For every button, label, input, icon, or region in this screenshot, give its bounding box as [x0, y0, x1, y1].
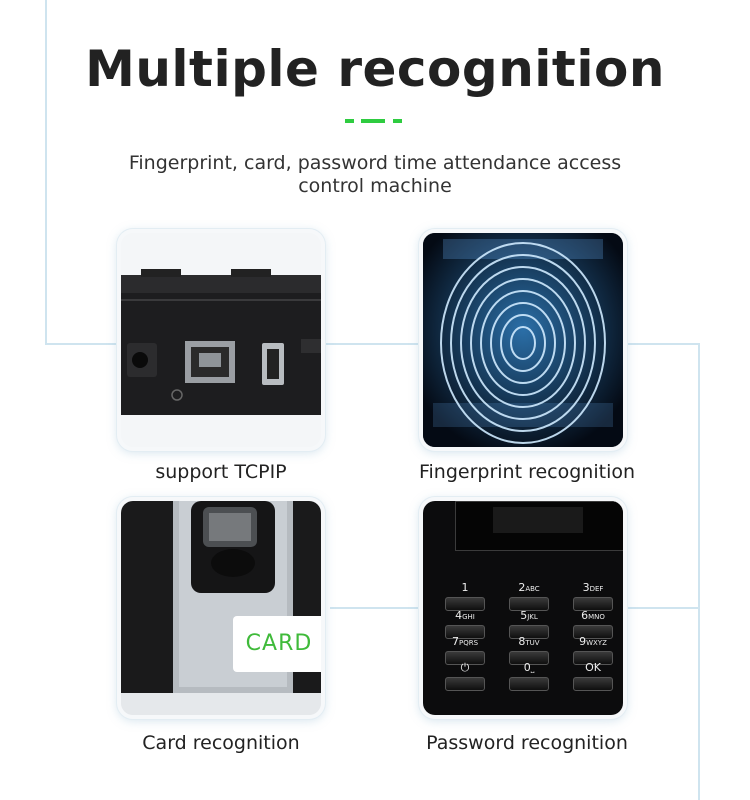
feature-card-fingerprint [419, 229, 627, 451]
key-8-label: 8TUV [518, 635, 540, 648]
key-3[interactable] [573, 597, 613, 611]
key-4[interactable] [445, 625, 485, 639]
screen-reflection [493, 507, 583, 533]
page-title: Multiple recognition [85, 40, 665, 98]
key-2-label: 2ABC [518, 581, 540, 594]
frame-line-top-horizontal [45, 343, 700, 345]
frame-line-left-vertical [45, 0, 47, 345]
card-overlay-label: CARD [233, 616, 321, 672]
caption-tcpip: support TCPIP [155, 461, 287, 483]
key-ok[interactable] [573, 677, 613, 691]
key-ok-label: OK [585, 661, 601, 674]
device-sensor-image [121, 501, 321, 715]
feature-card-password: 1 2ABC 3DEF 4GHI 5JKL 6MNO 7PQRS 8TUV 9W… [419, 497, 627, 719]
key-5-label: 5JKL [520, 609, 538, 622]
page-subtitle: Fingerprint, card, password time attenda… [128, 152, 622, 197]
key-8[interactable] [509, 651, 549, 665]
key-6[interactable] [573, 625, 613, 639]
key-6-label: 6MNO [581, 609, 605, 622]
key-7[interactable] [445, 651, 485, 665]
key-1-label: 1 [461, 581, 469, 594]
frame-line-right-vertical [698, 343, 700, 800]
key-0[interactable] [509, 677, 549, 691]
key-3-label: 3DEF [582, 581, 604, 594]
key-9[interactable] [573, 651, 613, 665]
key-power[interactable] [445, 677, 485, 691]
key-5[interactable] [509, 625, 549, 639]
caption-password: Password recognition [426, 732, 628, 754]
caption-fingerprint: Fingerprint recognition [418, 461, 636, 483]
keypad: 1 2ABC 3DEF 4GHI 5JKL 6MNO 7PQRS 8TUV 9W… [423, 501, 623, 715]
caption-card: Card recognition [142, 732, 300, 754]
key-4-label: 4GHI [455, 609, 475, 622]
key-0-label: 0⎵ [523, 661, 535, 674]
fingerprint-image [423, 233, 623, 447]
device-ports-image [121, 269, 321, 415]
key-7-label: 7PQRS [451, 635, 479, 648]
feature-card-tcpip [117, 229, 325, 451]
key-9-label: 9WXYZ [579, 635, 607, 648]
key-1[interactable] [445, 597, 485, 611]
key-2[interactable] [509, 597, 549, 611]
power-icon: ⏻ [460, 661, 470, 674]
feature-card-card: CARD [117, 497, 325, 719]
